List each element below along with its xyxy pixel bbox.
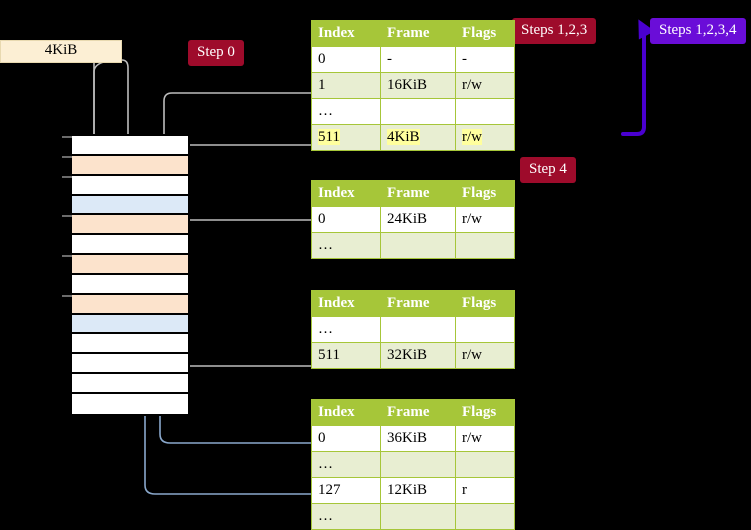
memory-frame-row xyxy=(72,215,188,236)
memory-frame-row xyxy=(72,155,188,176)
memory-frame-row xyxy=(72,255,188,275)
table-cell xyxy=(455,232,515,259)
memory-size-label: 4KiB xyxy=(0,40,122,63)
table-cell: 0 xyxy=(311,46,381,73)
badge-steps-1-2-3-4: Steps 1,2,3,4 xyxy=(650,18,746,44)
memory-frame-row xyxy=(72,374,188,394)
badge-steps-1-2-3: Steps 1,2,3 xyxy=(512,18,597,44)
table-row[interactable]: … xyxy=(311,451,515,478)
column-header-frame: Frame xyxy=(380,399,456,426)
table-cell: r/w xyxy=(455,206,515,233)
column-header-flags: Flags xyxy=(455,290,515,317)
table-cell: r/w xyxy=(455,72,515,99)
table-row[interactable]: 0-- xyxy=(311,46,515,73)
table-cell: 4KiB xyxy=(380,124,456,151)
physical-memory-grid xyxy=(62,134,190,416)
table-cell: 36KiB xyxy=(380,425,456,452)
memory-frame-row xyxy=(72,294,188,315)
memory-frame-row xyxy=(72,314,188,335)
table-cell: … xyxy=(311,316,381,343)
memory-row-tick xyxy=(62,294,72,297)
memory-frame-row xyxy=(72,274,188,295)
badge-step-4: Step 4 xyxy=(520,157,576,183)
column-header-flags: Flags xyxy=(455,180,515,207)
memory-frame-row xyxy=(72,195,188,216)
memory-row-tick xyxy=(62,175,72,178)
connector-pd-row511 xyxy=(173,311,311,367)
table-cell xyxy=(380,316,456,343)
memory-frame-row xyxy=(72,136,188,156)
table-cell: 16KiB xyxy=(380,72,456,99)
memory-frame-row xyxy=(72,175,188,196)
column-header-frame: Frame xyxy=(380,20,456,47)
table-cell xyxy=(380,232,456,259)
table-row[interactable]: … xyxy=(311,232,515,259)
memory-row-tick xyxy=(62,155,72,158)
column-header-index: Index xyxy=(311,20,381,47)
table-cell xyxy=(455,98,515,125)
memory-frame-row xyxy=(72,235,188,256)
table-cell: 32KiB xyxy=(380,342,456,369)
table-cell: 1 xyxy=(311,72,381,99)
table-cell: 127 xyxy=(311,477,381,504)
column-header-frame: Frame xyxy=(380,180,456,207)
column-header-flags: Flags xyxy=(455,399,515,426)
table-cell: … xyxy=(311,232,381,259)
table-cell xyxy=(380,98,456,125)
table-cell: … xyxy=(311,503,381,530)
table-cell: - xyxy=(380,46,456,73)
memory-frame-row xyxy=(72,393,188,414)
table-cell xyxy=(380,503,456,530)
table-row[interactable]: … xyxy=(311,503,515,530)
memory-frame-row xyxy=(72,354,188,375)
table-cell: 511 xyxy=(311,342,381,369)
badge-step-0: Step 0 xyxy=(188,40,244,66)
table-cell xyxy=(380,451,456,478)
memory-row-tick xyxy=(62,255,72,258)
table-cell: … xyxy=(311,451,381,478)
column-header-index: Index xyxy=(311,180,381,207)
table-cell xyxy=(455,451,515,478)
memory-row-tick xyxy=(62,215,72,218)
table-cell: 12KiB xyxy=(380,477,456,504)
table-row[interactable]: … xyxy=(311,98,515,125)
table-cell: 0 xyxy=(311,425,381,452)
column-header-flags: Flags xyxy=(455,20,515,47)
memory-row-tick xyxy=(62,136,72,138)
table-cell: r/w xyxy=(455,342,515,369)
table-cell: r/w xyxy=(455,124,515,151)
table-cell: - xyxy=(455,46,515,73)
table-cell: … xyxy=(311,98,381,125)
table-cell: 0 xyxy=(311,206,381,233)
column-header-index: Index xyxy=(311,399,381,426)
connector-pdpt-row0 xyxy=(173,219,311,258)
column-header-frame: Frame xyxy=(380,290,456,317)
table-cell: 511 xyxy=(311,124,381,151)
table-cell xyxy=(455,316,515,343)
table-row[interactable]: … xyxy=(311,316,515,343)
table-cell: 24KiB xyxy=(380,206,456,233)
column-header-index: Index xyxy=(311,290,381,317)
table-cell: r xyxy=(455,477,515,504)
table-cell xyxy=(455,503,515,530)
table-cell: r/w xyxy=(455,425,515,452)
memory-frame-row xyxy=(72,334,188,355)
